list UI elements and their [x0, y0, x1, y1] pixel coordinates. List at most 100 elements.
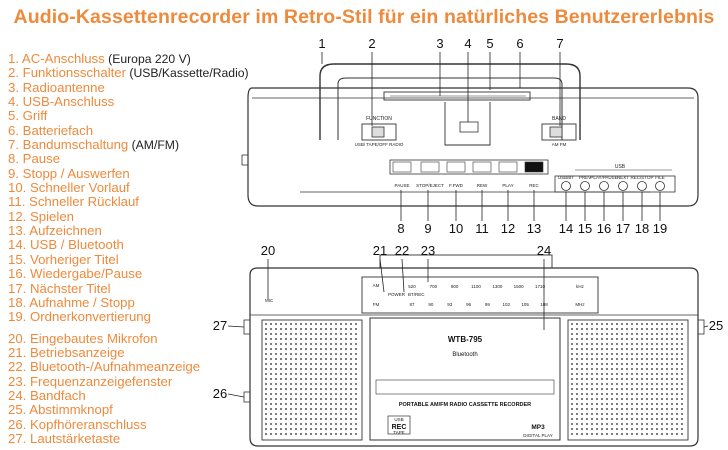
legend-item: 6. Batteriefach — [8, 123, 258, 138]
callout-leader — [401, 258, 405, 293]
bluetooth-logo-text: Bluetooth — [452, 352, 477, 358]
callout-number: 24 — [537, 243, 551, 258]
usb-control-button[interactable] — [561, 181, 571, 191]
cassette-button[interactable] — [498, 161, 518, 173]
legend-item: 24. Bandfach — [8, 388, 258, 403]
callout-number: 8 — [397, 221, 404, 236]
volume-button[interactable] — [243, 319, 251, 335]
cassette-button-label: F.FWD — [449, 183, 463, 188]
function-positions: USB/ TAPE/OFF RADIO — [355, 142, 404, 147]
fm-unit: MHz — [575, 302, 585, 307]
am-unit: kHz — [576, 284, 584, 289]
legend-item-label: 22. Bluetooth-/Aufnahmeanzeige — [8, 359, 201, 375]
legend-item-label: 14. USB / Bluetooth — [8, 237, 124, 253]
callout-number: 12 — [501, 221, 515, 236]
legend-item-label: 8. Pause — [8, 151, 61, 167]
legend-item: 14. USB / Bluetooth — [8, 238, 258, 252]
usb-control-button-label: PREV — [579, 175, 591, 180]
legend-item-label: 13. Aufzeichnen — [8, 223, 102, 239]
rec-badge: REC — [392, 424, 407, 431]
legend-item-label: 27. Lautstärketaste — [8, 430, 121, 446]
legend-item-label: 1. AC-Anschluss — [8, 51, 105, 66]
legend-item-label: 11. Schneller Rücklauf — [8, 194, 139, 210]
band-switch-frame — [541, 123, 577, 141]
band-label: BAND — [552, 116, 566, 122]
usb-port[interactable] — [459, 121, 479, 133]
speaker-grille-right — [567, 319, 689, 441]
legend-item-label: 21. Betriebsanzeige — [8, 344, 125, 360]
usb-control-button[interactable] — [580, 181, 590, 191]
am-scale-tick: 1100 — [471, 284, 481, 289]
cassette-button[interactable] — [524, 161, 544, 173]
am-scale-tick: 900 — [451, 284, 459, 289]
legend-item: 1. AC-Anschluss (Europa 220 V) — [8, 51, 258, 66]
legend-item: 8. Pause — [8, 152, 258, 166]
legend-item-label: 18. Aufnahme / Stopp — [8, 294, 135, 310]
digital-play-label: DIGITAL PLAY — [523, 433, 552, 438]
callout-number: 26 — [213, 386, 227, 401]
speaker-grille-left — [261, 319, 363, 441]
legend-item-note: (Europa 220 V) — [104, 52, 191, 66]
legend-item: 5. Griff — [8, 109, 258, 123]
usb-button-strip — [554, 175, 676, 193]
fm-scale-tick: 87 — [409, 302, 415, 307]
handle[interactable] — [319, 63, 581, 140]
callout-number: 21 — [373, 243, 387, 258]
legend-item-label: 7. Bandumschaltung — [8, 137, 129, 153]
legend-item-label: 20. Eingebautes Mikrofon — [8, 330, 158, 346]
cassette-button[interactable] — [420, 161, 440, 173]
legend-item: 10. Schneller Vorlauf — [8, 180, 258, 195]
am-scale-tick: 520 — [408, 284, 416, 289]
function-switch[interactable] — [371, 126, 385, 138]
usb-control-button[interactable] — [637, 181, 647, 191]
legend-item-label: 25. Abstimmknopf — [8, 402, 113, 418]
usb-control-button[interactable] — [655, 181, 665, 191]
cassette-button-label: REC — [529, 183, 539, 188]
usb-control-button[interactable] — [618, 181, 628, 191]
cassette-button[interactable] — [472, 161, 492, 173]
fm-scale-tick: 90 — [428, 302, 434, 307]
legend-item: 23. Frequenzanzeigefenster — [8, 373, 258, 389]
callout-number: 17 — [616, 221, 630, 236]
cassette-button[interactable] — [446, 161, 466, 173]
legend-item: 11. Schneller Rücklauf — [8, 195, 258, 209]
legend-item: 20. Eingebautes Mikrofon — [8, 330, 258, 346]
handle-inner — [337, 77, 563, 140]
tuning-knob[interactable] — [697, 319, 705, 335]
legend-item-label: 17. Nächster Titel — [8, 280, 111, 296]
antenna[interactable] — [383, 91, 531, 101]
cassette-button[interactable] — [392, 161, 412, 173]
usb-badge: USB — [394, 417, 403, 422]
legend-item-label: 2. Funktionsschalter — [8, 65, 127, 81]
cassette-door[interactable] — [369, 317, 561, 441]
cassette-button-label: STOP/EJECT — [416, 183, 444, 188]
callout-number: 9 — [424, 221, 431, 236]
legend-item-note: (AM/FM) — [128, 138, 180, 153]
legend-item-label: 3. Radioantenne — [8, 79, 105, 95]
legend-item-note: (USB/Kassette/Radio) — [126, 66, 249, 81]
legend-item-label: 12. Spielen — [8, 208, 74, 224]
legend-item-label: 4. USB-Anschluss — [8, 94, 115, 110]
callout-number: 16 — [597, 221, 611, 236]
legend-item-label: 19. Ordnerkonvertierung — [8, 309, 151, 325]
top-view — [241, 63, 699, 207]
callout-number: 10 — [449, 221, 463, 236]
usb-port-area — [444, 102, 491, 146]
usb-control-button[interactable] — [599, 181, 609, 191]
function-switch-frame — [361, 123, 397, 141]
usb-group-label: USB — [615, 164, 626, 170]
mp3-badge: MP3 — [531, 424, 545, 431]
legend-item: 17. Nächster Titel — [8, 280, 258, 296]
legend-item: 7. Bandumschaltung (AM/FM) — [8, 137, 258, 153]
legend-item-label: 23. Frequenzanzeigefenster — [8, 373, 173, 389]
band-switch[interactable] — [549, 126, 563, 138]
legend-item: 27. Lautstärketaste — [8, 430, 258, 446]
callout-number: 15 — [578, 221, 592, 236]
legend-item-label: 26. Kopfhöreranschluss — [8, 416, 147, 432]
headphone-jack[interactable] — [243, 391, 251, 403]
callout-number: 27 — [213, 318, 227, 333]
fm-scale-tick: 99 — [485, 302, 491, 307]
